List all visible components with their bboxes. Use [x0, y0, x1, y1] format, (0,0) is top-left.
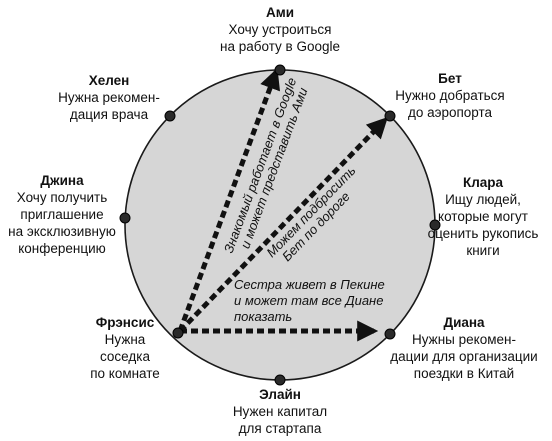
node-dot-dzhina	[119, 212, 131, 224]
node-helen: Хелен Нужна рекомен- дация врача	[44, 72, 174, 123]
node-elain-name: Элайн	[259, 387, 301, 402]
node-ami-need: Хочу устроиться на работу в Google	[220, 22, 340, 54]
node-ami-name: Ами	[265, 5, 295, 20]
arrow-to-bet	[178, 116, 388, 333]
node-dot-klara	[429, 219, 441, 231]
node-dzhina-name: Джина	[40, 173, 84, 188]
arrow-to-ami	[177, 68, 281, 332]
node-ami: Ами Хочу устроиться на работу в Google	[205, 4, 355, 55]
node-dot-elain	[274, 374, 286, 386]
node-dot-ami	[274, 64, 286, 76]
node-helen-need: Нужна рекомен- дация врача	[58, 90, 160, 122]
node-dzhina: Джина Хочу получить приглашение на экскл…	[0, 172, 124, 257]
node-dzhina-need: Хочу получить приглашение на эксклюзивну…	[8, 190, 116, 256]
node-diana: Диана Нужны рекомен- дации для организац…	[376, 314, 552, 382]
node-dot-bet	[384, 110, 396, 122]
node-dot-diana	[384, 328, 396, 340]
node-bet-name: Бет	[438, 71, 462, 86]
node-bet-need: Нужно добраться до аэропорта	[395, 88, 505, 120]
node-klara-name: Клара	[462, 175, 504, 190]
node-dot-frensis	[172, 327, 184, 339]
node-klara: Клара Ищу людей, которые могут оценить р…	[415, 174, 551, 259]
arrow-diana-label: Сестра живет в Пекине и может там все Ди…	[234, 277, 388, 324]
node-bet: Бет Нужно добраться до аэропорта	[380, 70, 520, 121]
node-diana-need: Нужны рекомен- дации для организации пое…	[390, 332, 538, 381]
node-elain-need: Нужен капитал для стартапа	[232, 404, 328, 436]
node-elain: Элайн Нужен капитал для стартапа	[210, 386, 350, 437]
node-dot-helen	[164, 110, 176, 122]
node-frensis: Фрэнсис Нужна соседка по комнате	[70, 314, 180, 382]
node-klara-need: Ищу людей, которые могут оценить рукопис…	[427, 192, 539, 258]
node-frensis-need: Нужна соседка по комнате	[90, 332, 160, 381]
node-helen-name: Хелен	[88, 73, 130, 88]
node-diana-name: Диана	[443, 315, 485, 330]
node-frensis-name: Фрэнсис	[95, 315, 155, 330]
